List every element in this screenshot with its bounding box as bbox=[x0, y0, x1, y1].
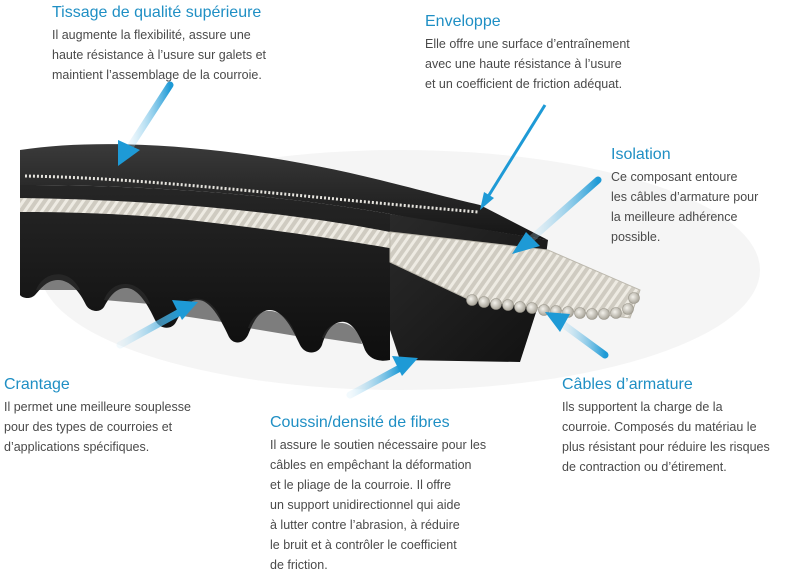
cord-layer-band bbox=[20, 198, 470, 262]
fabric-stitch-line bbox=[24, 174, 479, 214]
callout-text: Ce composant entoure les câbles d’armatu… bbox=[611, 170, 759, 244]
callout-text: Elle offre une surface d’entraînement av… bbox=[425, 37, 630, 91]
callout-tissage: Tissage de qualité supérieure Il augment… bbox=[52, 3, 312, 85]
callout-text: Il assure le soutien nécessaire pour les… bbox=[270, 438, 487, 572]
callout-title: Isolation bbox=[611, 146, 671, 163]
arrow-enveloppe bbox=[480, 104, 547, 210]
teeth-shading bbox=[36, 274, 362, 344]
belt-top-surface bbox=[20, 144, 548, 240]
callout-title: Tissage de qualité supérieure bbox=[52, 4, 262, 21]
exposed-cords bbox=[389, 231, 641, 319]
callout-crantage: Crantage Il permet une meilleure souples… bbox=[4, 375, 229, 457]
callout-text: Il augmente la flexibilité, assure une h… bbox=[52, 28, 267, 82]
callout-cables: Câbles d’armature Ils supportent la char… bbox=[562, 375, 794, 477]
arrow-crantage bbox=[116, 300, 198, 349]
callout-text: Il permet une meilleure souplesse pour d… bbox=[4, 400, 191, 454]
callout-isolation: Isolation Ce composant entoure les câble… bbox=[611, 145, 796, 247]
callout-title: Câbles d’armature bbox=[562, 376, 693, 393]
callout-text: Ils supportent la charge de la courroie.… bbox=[562, 400, 770, 474]
arrow-tissage bbox=[118, 81, 174, 166]
callout-title: Enveloppe bbox=[425, 13, 501, 30]
arrow-cables bbox=[545, 312, 609, 359]
callout-title: Coussin/densité de fibres bbox=[270, 414, 450, 431]
callout-title: Crantage bbox=[4, 376, 70, 393]
arrow-isolation bbox=[512, 176, 602, 254]
callout-coussin: Coussin/densité de fibres Il assure le s… bbox=[270, 413, 520, 575]
arrow-coussin bbox=[346, 356, 418, 399]
callout-enveloppe: Enveloppe Elle offre une surface d’entra… bbox=[425, 12, 685, 94]
